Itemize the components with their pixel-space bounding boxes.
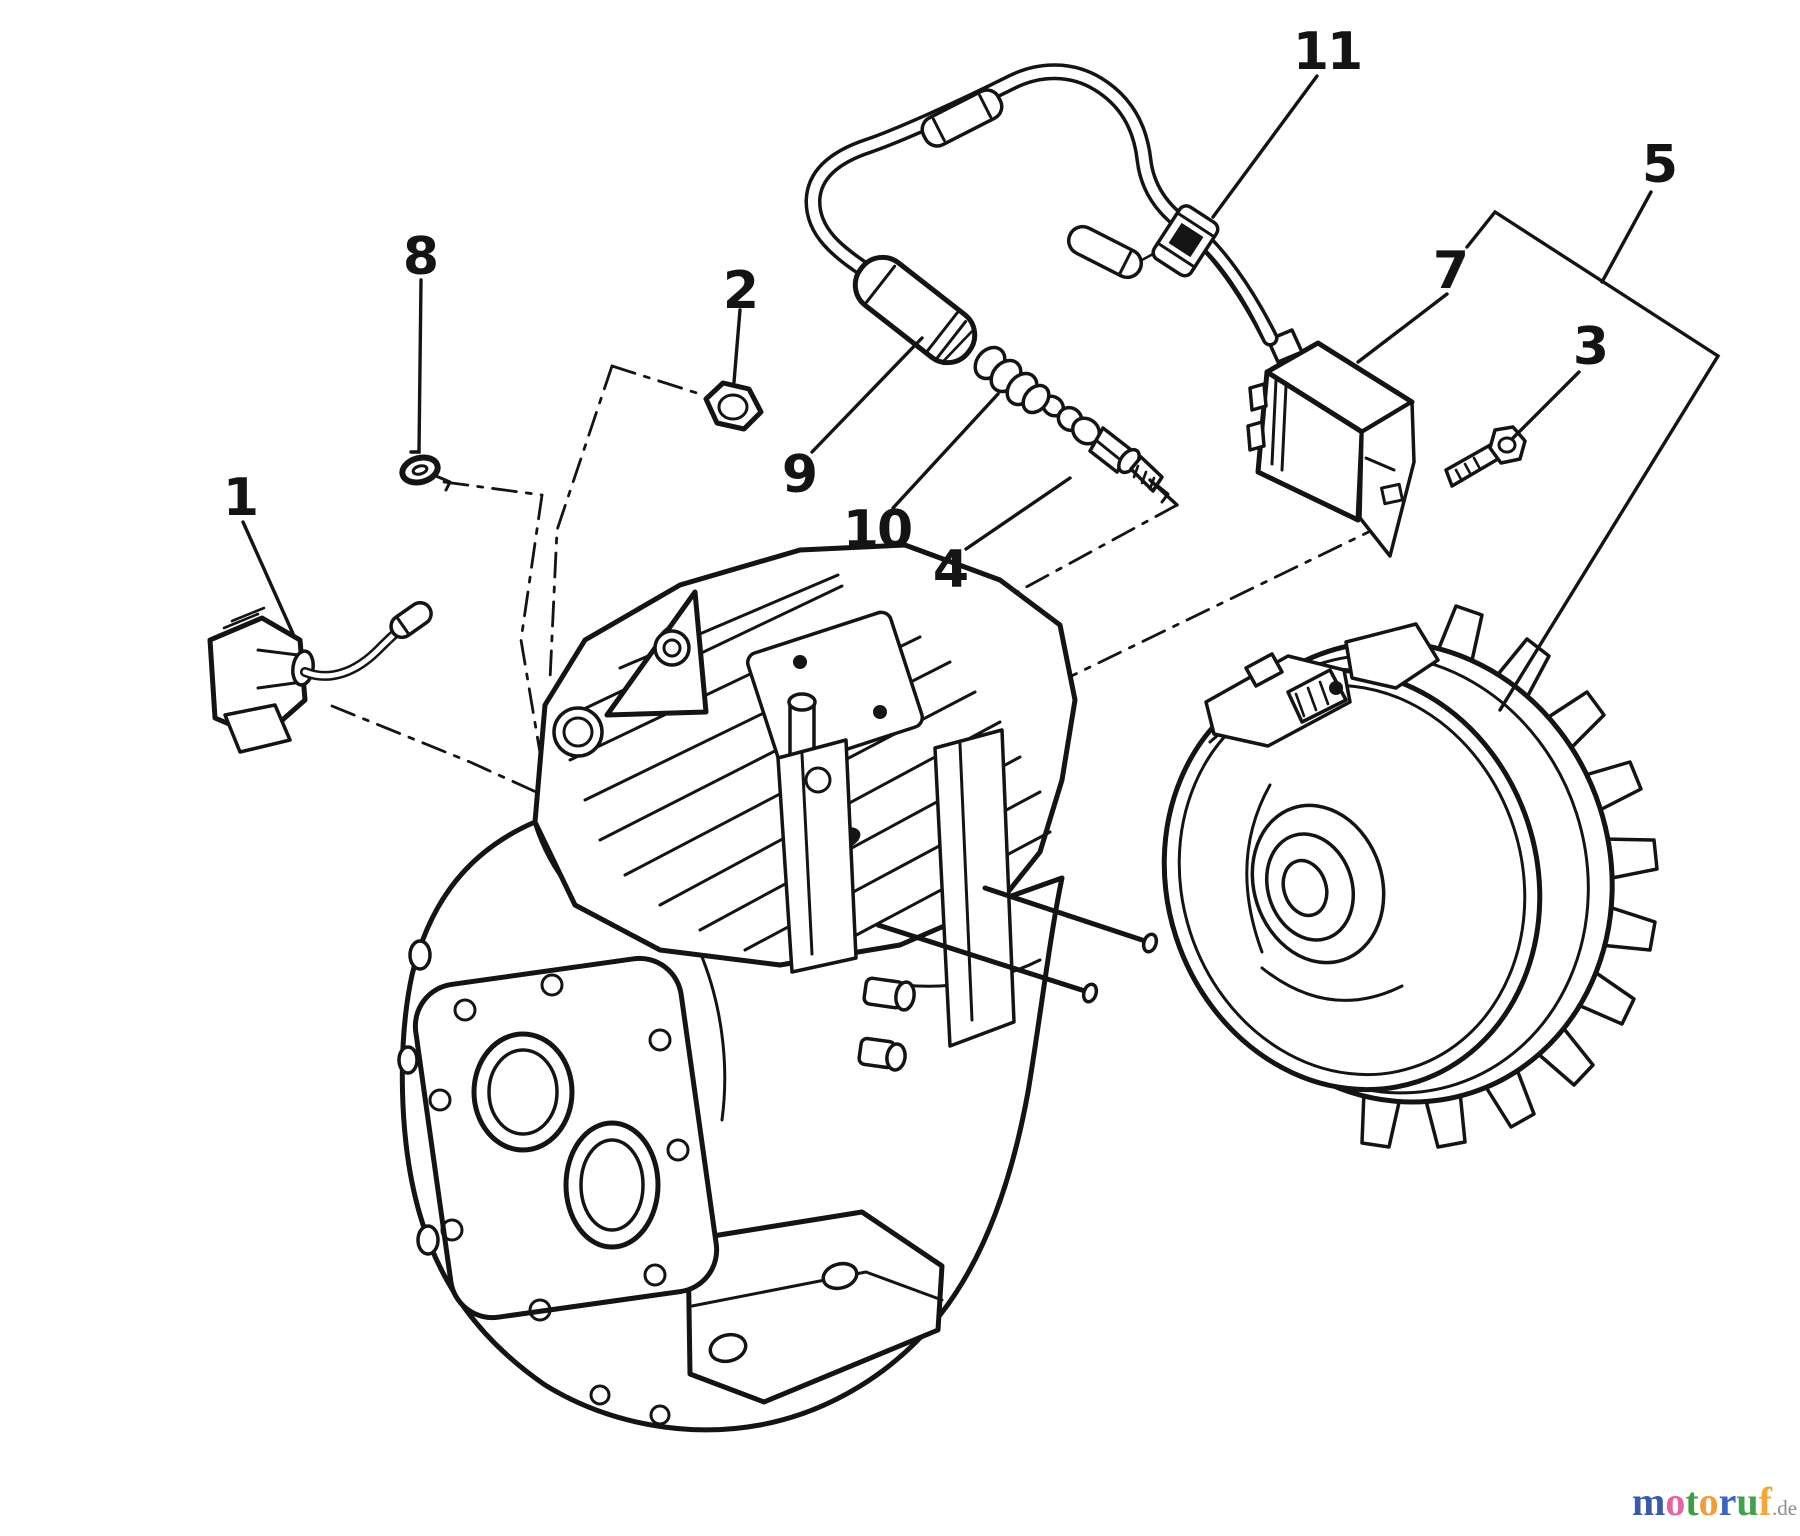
watermark-letter: f	[1758, 1479, 1772, 1524]
watermark-letter: o	[1698, 1479, 1719, 1524]
stop-switch-drawing	[207, 600, 433, 754]
crankshaft-studs	[875, 885, 1159, 1004]
leader-1	[241, 520, 296, 638]
watermark-letter: m	[1632, 1479, 1666, 1524]
watermark-word: motoruf	[1632, 1479, 1772, 1524]
ignition-coil-drawing	[1246, 328, 1416, 558]
watermark-letter: r	[1718, 1479, 1737, 1524]
leader-11	[1211, 74, 1319, 219]
grommet-drawing	[399, 454, 452, 492]
switch-body	[207, 615, 308, 741]
leader-3	[1511, 370, 1581, 440]
leader-2	[732, 308, 742, 384]
wire-clamp-drawing	[1151, 204, 1220, 278]
starter-pawl-detail	[1204, 622, 1440, 748]
terminal-spring-drawing	[973, 345, 1051, 415]
coil-bracket	[1358, 400, 1416, 558]
leader-7	[1356, 292, 1449, 364]
leader-9	[810, 336, 924, 454]
cable-ferrule	[920, 88, 1004, 148]
leader-5	[1600, 190, 1653, 284]
leader-8	[409, 278, 423, 454]
watermark-letter: o	[1665, 1479, 1686, 1524]
watermark-logo: motoruf.de	[1632, 1480, 1797, 1528]
spark-plug-boot	[852, 254, 978, 366]
hex-nut-drawing	[703, 380, 764, 432]
mounting-foot	[685, 1209, 945, 1405]
watermark-suffix: .de	[1772, 1496, 1798, 1520]
spark-plug-drawing	[1040, 394, 1179, 507]
rear-bracket-plate	[933, 728, 1016, 1048]
callout-leader-lines	[241, 74, 1653, 638]
watermark-letter: u	[1736, 1479, 1759, 1524]
assembly-bracket-5	[1465, 209, 1721, 712]
side-bracket-plate	[776, 738, 858, 974]
leader-4	[964, 476, 1072, 551]
leader-10	[891, 392, 1000, 510]
side-bosses	[857, 976, 916, 1072]
engine-block-drawing	[397, 542, 1159, 1433]
watermark-letter: t	[1685, 1479, 1699, 1524]
flywheel-drawing	[1161, 604, 1659, 1149]
